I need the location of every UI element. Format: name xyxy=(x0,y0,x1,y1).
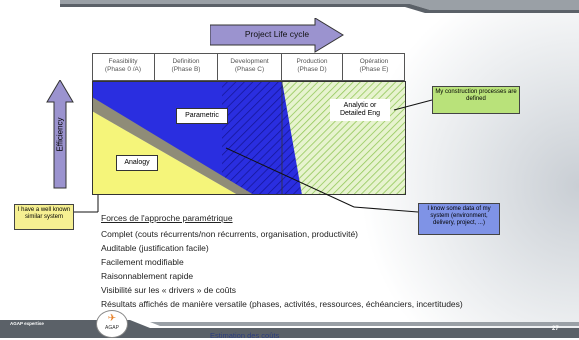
phase-development: Development (Phase C) xyxy=(218,53,282,81)
phase-code: (Phase D) xyxy=(297,66,327,73)
analogy-label: Analogy xyxy=(116,155,158,171)
callout-some-data: I know some data of my system (environme… xyxy=(418,203,500,235)
agap-logo-text: AGAP xyxy=(105,325,119,331)
lifecycle-label: Project Life cycle xyxy=(244,29,310,39)
top-decorative-bar xyxy=(60,0,579,13)
phase-name: Feasibility xyxy=(108,58,138,65)
transition-band xyxy=(92,97,254,195)
efficiency-arrow xyxy=(46,80,74,189)
phase-code: (Phase E) xyxy=(359,66,389,73)
footer-subtitle: Estimation des coûts xyxy=(210,331,280,340)
callout-construction: My construction processes are defined xyxy=(432,86,520,114)
forces-title: Forces de l'approche paramétrique xyxy=(101,213,233,223)
phase-name: Definition xyxy=(172,58,200,65)
phase-code: (Phase 0 /A) xyxy=(104,66,142,73)
forces-item: Auditable (justification facile) xyxy=(101,243,209,253)
callout-well-known: I have a well known similar system xyxy=(14,204,74,230)
agap-logo: ✈ AGAP xyxy=(96,310,128,338)
phase-operation: Opération (Phase E) xyxy=(343,53,405,81)
forces-item: Raisonnablement rapide xyxy=(101,271,194,281)
phase-name: Development xyxy=(230,58,269,65)
forces-item: Visibilité sur les « drivers » de coûts xyxy=(101,285,236,295)
analytic-label-line2: Detailed Eng xyxy=(339,110,381,117)
phase-name: Production xyxy=(296,58,328,65)
parametric-label: Parametric xyxy=(176,108,228,124)
phase-code: (Phase B) xyxy=(171,66,201,73)
phase-name: Opération xyxy=(359,58,389,65)
forces-item: Complet (couts récurrents/non récurrents… xyxy=(101,229,359,239)
forces-item: Facilement modifiable xyxy=(101,257,184,267)
page-number: 27 xyxy=(552,326,559,332)
phase-code: (Phase C) xyxy=(234,66,265,73)
phase-feasibility: Feasibility (Phase 0 /A) xyxy=(92,53,155,81)
forces-item: Résultats affichés de manière versatile … xyxy=(101,299,463,309)
analytic-label-line1: Analytic or xyxy=(343,102,377,109)
agap-logo-icon: ✈ xyxy=(107,313,117,324)
lifecycle-arrow xyxy=(210,18,344,53)
analogy-zone xyxy=(92,111,238,195)
footer-brand: AGAP expertise xyxy=(10,321,44,326)
analytic-label: Analytic or Detailed Eng xyxy=(330,99,390,121)
footer-bar xyxy=(0,320,579,338)
phase-definition: Definition (Phase B) xyxy=(155,53,218,81)
phase-production: Production (Phase D) xyxy=(282,53,343,81)
phase-header-row xyxy=(92,53,405,81)
